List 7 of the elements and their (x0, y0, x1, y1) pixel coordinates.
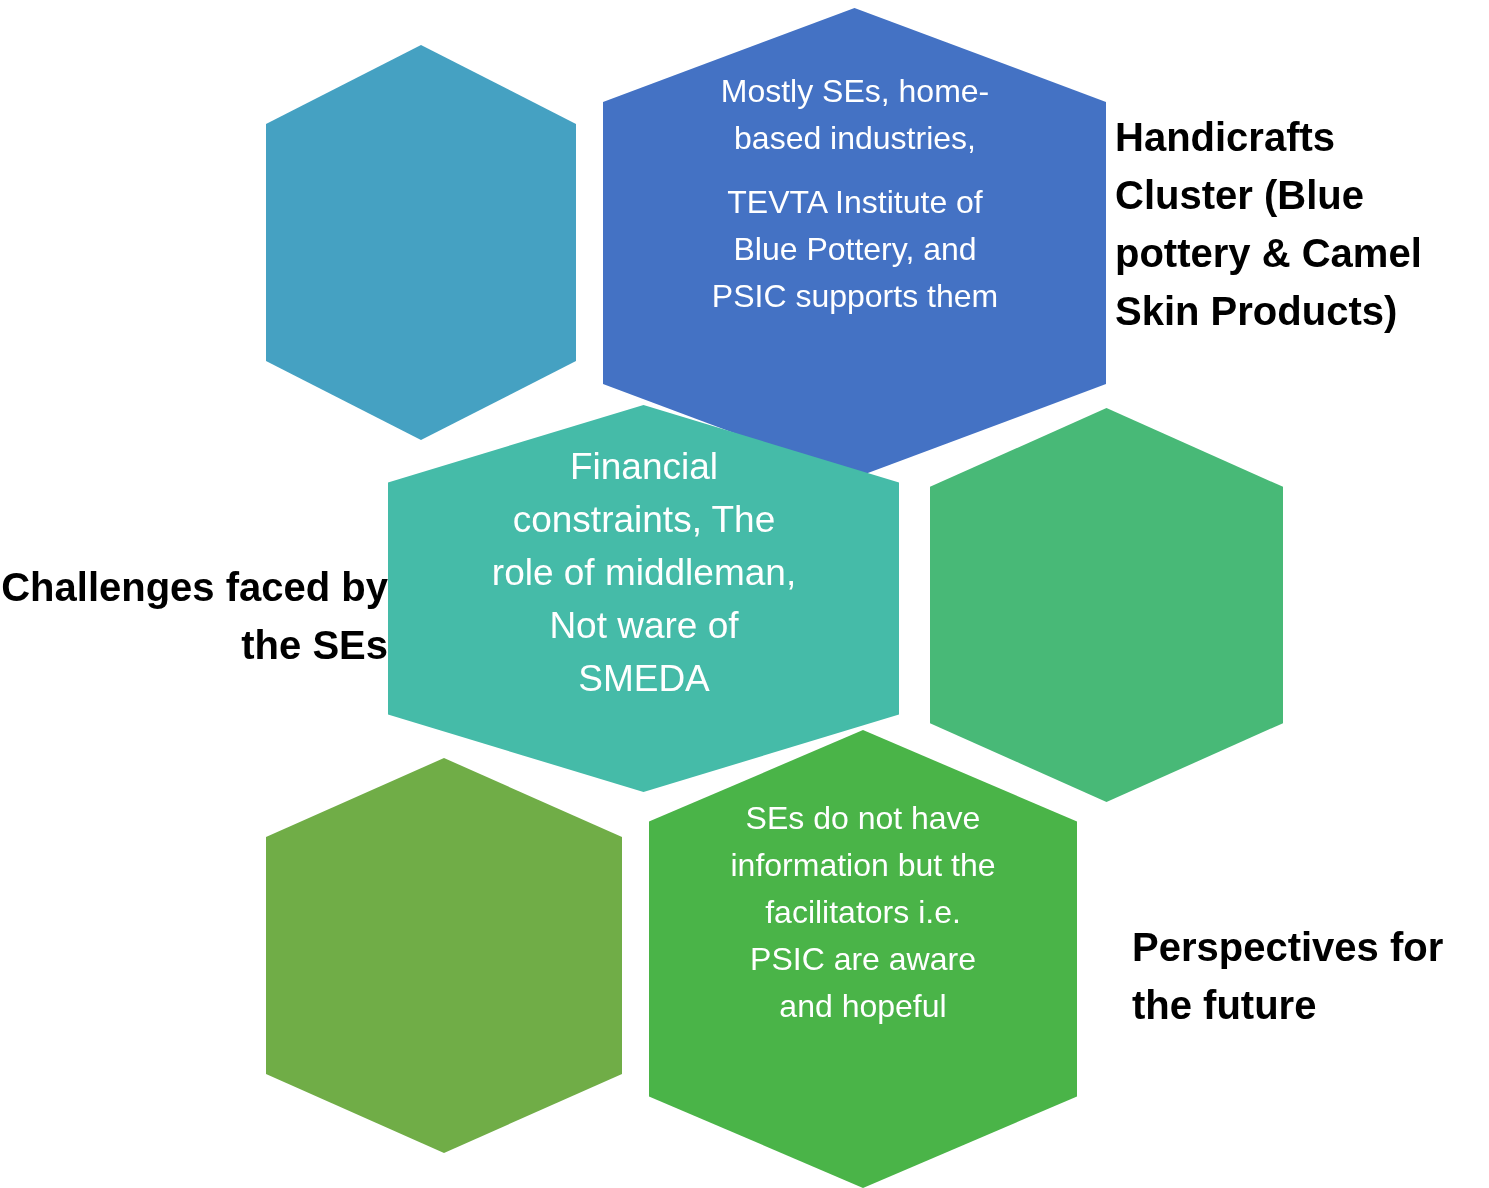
hexagon-text: TEVTA Institute of Blue Pottery, and PSIC supports them (710, 183, 1000, 316)
heading: Perspectives for the future (1132, 924, 1445, 1029)
hexagon-text: SEs do not have information but the facilitators i.e. PSIC are aware and hopeful (729, 799, 997, 1026)
heading: Handicrafts Cluster (Blue pottery & Camel Skin Products) (1115, 114, 1423, 335)
hexagon-text: Financial constraints, The role of middleman, Not ware of SMEDA (490, 445, 798, 701)
heading: Challenges faced by the SEs (0, 564, 388, 669)
hexagon-text: Mostly SEs, home-based industries, (719, 72, 991, 158)
